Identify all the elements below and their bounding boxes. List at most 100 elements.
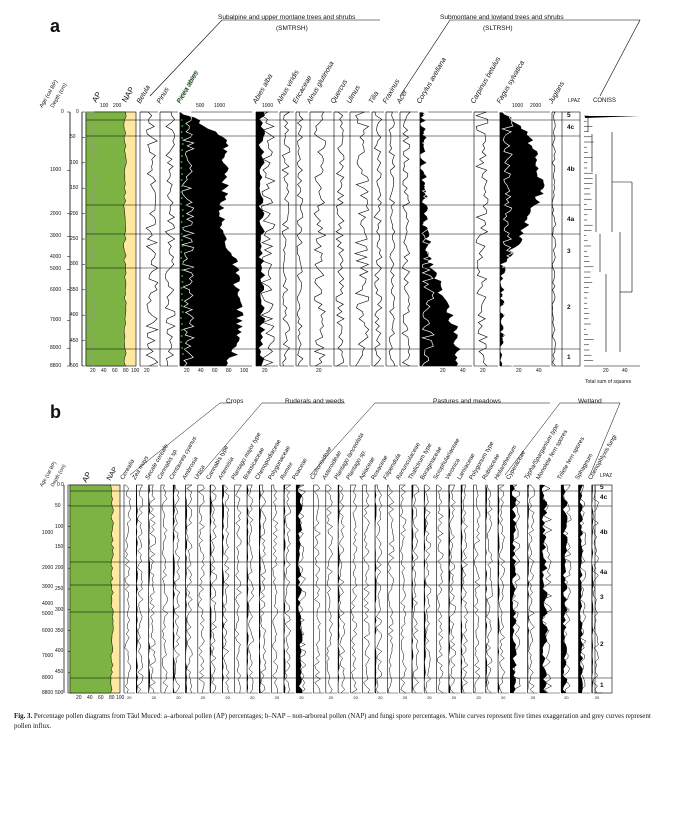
taxon-exaggeration-b (387, 484, 395, 694)
taxon-exaggeration-b (498, 484, 506, 694)
stomata-marker (181, 227, 184, 229)
picea-pct-tick: 80 (226, 368, 232, 374)
picea-pct-tick: 20 (184, 368, 190, 374)
taxon-exaggeration-b (591, 484, 599, 694)
taxon-pct-tick-b: 20 (328, 695, 334, 700)
fagus-pct-tick: 20 (516, 368, 522, 374)
zone-label-b: 1 (600, 682, 604, 689)
coniss-tick: 20 (603, 368, 609, 374)
taxon-silhouette-b (578, 485, 584, 693)
taxon-exaggeration-b (173, 484, 181, 694)
depth-tick-label-a: 100 (70, 159, 79, 166)
stomata-marker (180, 317, 183, 319)
taxon-exaggeration-b (436, 484, 444, 694)
stomata-marker (180, 251, 183, 253)
taxon-pct-tick-b: 20 (530, 695, 536, 700)
group-sltrsh-abbr: (SLTRSH) (483, 25, 513, 32)
taxon-silhouette-b (539, 485, 548, 693)
taxon-silhouette-b (375, 485, 377, 693)
ap-top-tick-a: 100 (100, 103, 109, 109)
stomata-marker (180, 161, 183, 163)
ap-bottom-tick-a: 60 (112, 368, 118, 374)
stomata-marker (181, 143, 184, 145)
zone-label-b: 4c (600, 494, 608, 501)
coniss-axis-label: Total sum of squares (585, 379, 632, 385)
taxon-pct-tick-b: 20 (402, 695, 408, 700)
stomata-marker (180, 305, 183, 307)
taxon-pct-tick-b: 20 (353, 695, 358, 700)
age-tick-label-a: 7000 (50, 317, 62, 324)
taxon-exaggeration-b (485, 484, 493, 694)
panel-b-letter: b (50, 402, 61, 422)
taxon-exaggeration-a (296, 111, 304, 367)
zone-label-a: 5 (567, 112, 571, 119)
stomata-marker (181, 215, 184, 217)
ap-fill-a (85, 111, 127, 367)
depth-tick-label-b: 50 (55, 502, 61, 509)
taxon-exaggeration-b (136, 484, 144, 694)
pollen-diagram-a (67, 19, 641, 367)
taxon-pct-tick-b: 20 (151, 695, 157, 700)
taxon-exaggeration-b (271, 484, 279, 694)
taxon-exaggeration-a (400, 111, 411, 367)
age-tick-label-b: 3000 (42, 583, 54, 590)
stomata-marker (180, 197, 183, 199)
taxon-exaggeration-b (362, 484, 370, 694)
ap-bottom-tick-b: 40 (87, 695, 93, 701)
taxon-exaggeration-b (399, 484, 407, 694)
stomata-marker (181, 347, 184, 349)
taxon-silhouette-b (222, 485, 224, 693)
ap-influx-curve-a (86, 111, 98, 367)
depth-tick-label-b: 100 (55, 523, 64, 530)
zone-label-a: 4a (567, 216, 575, 223)
depth-tick-label-b: 500 (55, 690, 64, 696)
taxon-exaggeration-a (350, 111, 370, 367)
taxon-silhouette-b (510, 485, 517, 693)
taxon-pct-tick-b: 20 (427, 695, 432, 700)
depth-tick-label-b: 400 (55, 648, 64, 655)
age-tick-label-b: 6000 (42, 627, 54, 634)
ap-bottom-tick-b: 80 (109, 695, 115, 701)
stomata-marker (181, 353, 184, 355)
group-wetland-bracket (504, 402, 621, 476)
taxon-exaggeration-b (325, 484, 334, 694)
picea-influx-tick: 500 (196, 103, 205, 109)
stomata-marker (181, 149, 184, 151)
taxon-influx-a (500, 111, 516, 367)
panel-a: a Subalpine and upper montane trees and … (0, 0, 677, 395)
age-tick-label-b: 5000 (42, 610, 54, 617)
fagus-influx-tick: 2000 (530, 103, 542, 109)
taxon-exaggeration-b (461, 484, 469, 694)
taxon-exaggeration-b (124, 484, 132, 694)
group-crops-label: Crops (226, 398, 244, 405)
taxon-silhouette-b (461, 485, 463, 693)
depth-tick-label-a: 400 (70, 312, 79, 319)
taxon-exaggeration-b (185, 484, 193, 694)
taxon-silhouette-b (259, 485, 261, 693)
age-tick-label-a: 4000 (50, 253, 62, 260)
group-ruderals-bracket (199, 402, 345, 476)
taxon-pct-tick-b: 20 (501, 695, 506, 700)
depth-tick-label-a: 50 (70, 134, 76, 141)
coniss-label: CONISS (593, 98, 617, 104)
ap-bottom-tick-a: 20 (90, 368, 96, 374)
depth-tick-label-a: 300 (70, 261, 79, 268)
stomata-marker (180, 203, 183, 205)
stomata-marker (180, 191, 183, 193)
fagus-influx-tick: 1000 (512, 103, 524, 109)
group-smtrsh-label: Subalpine and upper montane trees and sh… (218, 14, 356, 21)
taxon-pct-tick-b: 20 (274, 695, 280, 700)
age-tick-label-a: 1000 (50, 167, 62, 174)
age-tick-label-b: 4000 (42, 600, 54, 607)
zone-label-b: 4b (600, 529, 608, 536)
stomata-marker (180, 239, 183, 241)
taxon-silhouette-b (591, 485, 594, 693)
ap-fill-b (69, 484, 114, 694)
group-sltrsh-bracket (399, 19, 641, 97)
stomata-marker (180, 179, 183, 181)
alnus-pct-tick: 20 (316, 368, 322, 374)
taxon-silhouette-a (179, 111, 244, 367)
stomata-marker (181, 245, 184, 247)
taxon-pct-tick-b: 20 (476, 695, 481, 700)
depth-tick-label-a: 150 (70, 185, 79, 192)
